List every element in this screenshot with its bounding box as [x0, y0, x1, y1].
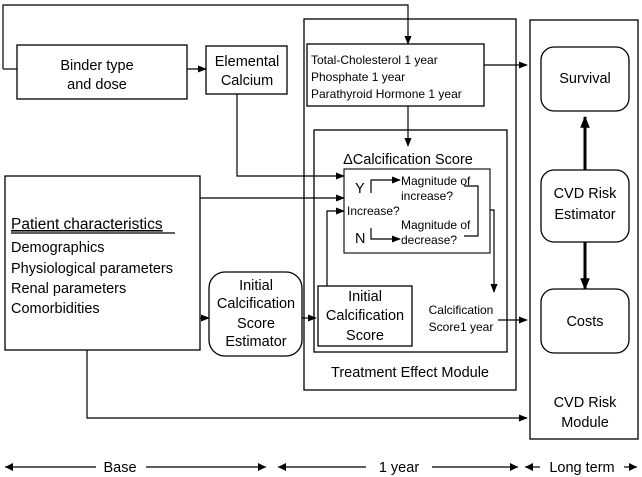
- patient-title: Patient characteristics: [11, 216, 163, 233]
- score-1year-line1: Calcification: [429, 303, 494, 317]
- labs-box: [306, 43, 485, 107]
- estimator-line3: Score: [237, 316, 275, 332]
- connector-yes-to-mag: [370, 176, 401, 193]
- estimator-line2: Calcification: [217, 296, 295, 312]
- mag-decrease-line2: decrease?: [401, 233, 457, 247]
- connector-calcium-to-delta: [236, 94, 345, 180]
- patient-item-physiological: Physiological parameters: [11, 261, 173, 277]
- decision-bracket: [464, 185, 479, 237]
- survival-box: [540, 46, 630, 112]
- mag-increase-line1: Magnitude of: [401, 174, 471, 188]
- decision-box: [343, 168, 491, 254]
- initial-score-box: [317, 285, 413, 347]
- estimator-line4: Estimator: [225, 334, 286, 350]
- timeline-year-arrow-right: [510, 463, 518, 471]
- mag-increase-line2: increase?: [401, 189, 453, 203]
- connector-initial-to-delta: [326, 207, 345, 286]
- cvd-estimator-line1: CVD Risk: [554, 186, 618, 202]
- delta-calcification-label: ΔCalcification Score: [343, 152, 473, 168]
- timeline-base-arrow-right: [258, 463, 266, 471]
- connector-top-loop: [2, 4, 412, 69]
- cvd-module-line1: CVD Risk: [554, 395, 618, 411]
- timeline-base-label: Base: [103, 460, 136, 476]
- decision-question: Increase?: [347, 204, 400, 218]
- initial-line3: Score: [346, 328, 384, 344]
- initial-line1: Initial: [348, 289, 382, 305]
- timeline-year-arrow-left: [278, 463, 286, 471]
- decision-no: N: [355, 231, 365, 247]
- labs-line2: Phosphate 1 year: [311, 70, 405, 84]
- elemental-line1: Elemental: [215, 54, 279, 70]
- labs-line1: Total-Cholesterol 1 year: [311, 53, 438, 67]
- labs-line3: Parathyroid Hormone 1 year: [311, 87, 462, 101]
- elemental-calcium-box: [205, 45, 288, 95]
- mag-decrease-line1: Magnitude of: [401, 218, 471, 232]
- patient-item-renal: Renal parameters: [11, 281, 126, 297]
- cvd-risk-estimator-box: [540, 169, 630, 243]
- score-1year-line2: Score1 year: [429, 320, 494, 334]
- binder-box: [16, 44, 188, 100]
- initial-line2: Calcification: [326, 308, 404, 324]
- costs-label: Costs: [566, 314, 603, 330]
- initial-score-estimator-box: [208, 271, 303, 357]
- connector-no-to-mag: [370, 228, 401, 243]
- patient-characteristics-box: [4, 175, 201, 351]
- timeline-long-arrow-left: [525, 463, 533, 471]
- cvd-estimator-line2: Estimator: [554, 207, 615, 223]
- survival-label: Survival: [559, 71, 611, 87]
- binder-line2: and dose: [67, 77, 127, 93]
- patient-item-comorbidities: Comorbidities: [11, 301, 100, 317]
- elemental-line2: Calcium: [221, 73, 273, 89]
- patient-item-demographics: Demographics: [11, 240, 105, 256]
- timeline-long-label: Long term: [549, 460, 614, 476]
- timeline-base-arrow-left: [5, 463, 13, 471]
- decision-yes: Y: [355, 181, 365, 197]
- timeline-year-label: 1 year: [379, 460, 419, 476]
- cvd-module-line2: Module: [561, 415, 609, 431]
- costs-box: [540, 288, 630, 354]
- estimator-line1: Initial: [239, 278, 273, 294]
- timeline-long-arrow-right: [629, 463, 637, 471]
- connector-patient-to-module: [86, 350, 528, 422]
- binder-line1: Binder type: [60, 58, 133, 74]
- treatment-module-label: Treatment Effect Module: [331, 365, 489, 381]
